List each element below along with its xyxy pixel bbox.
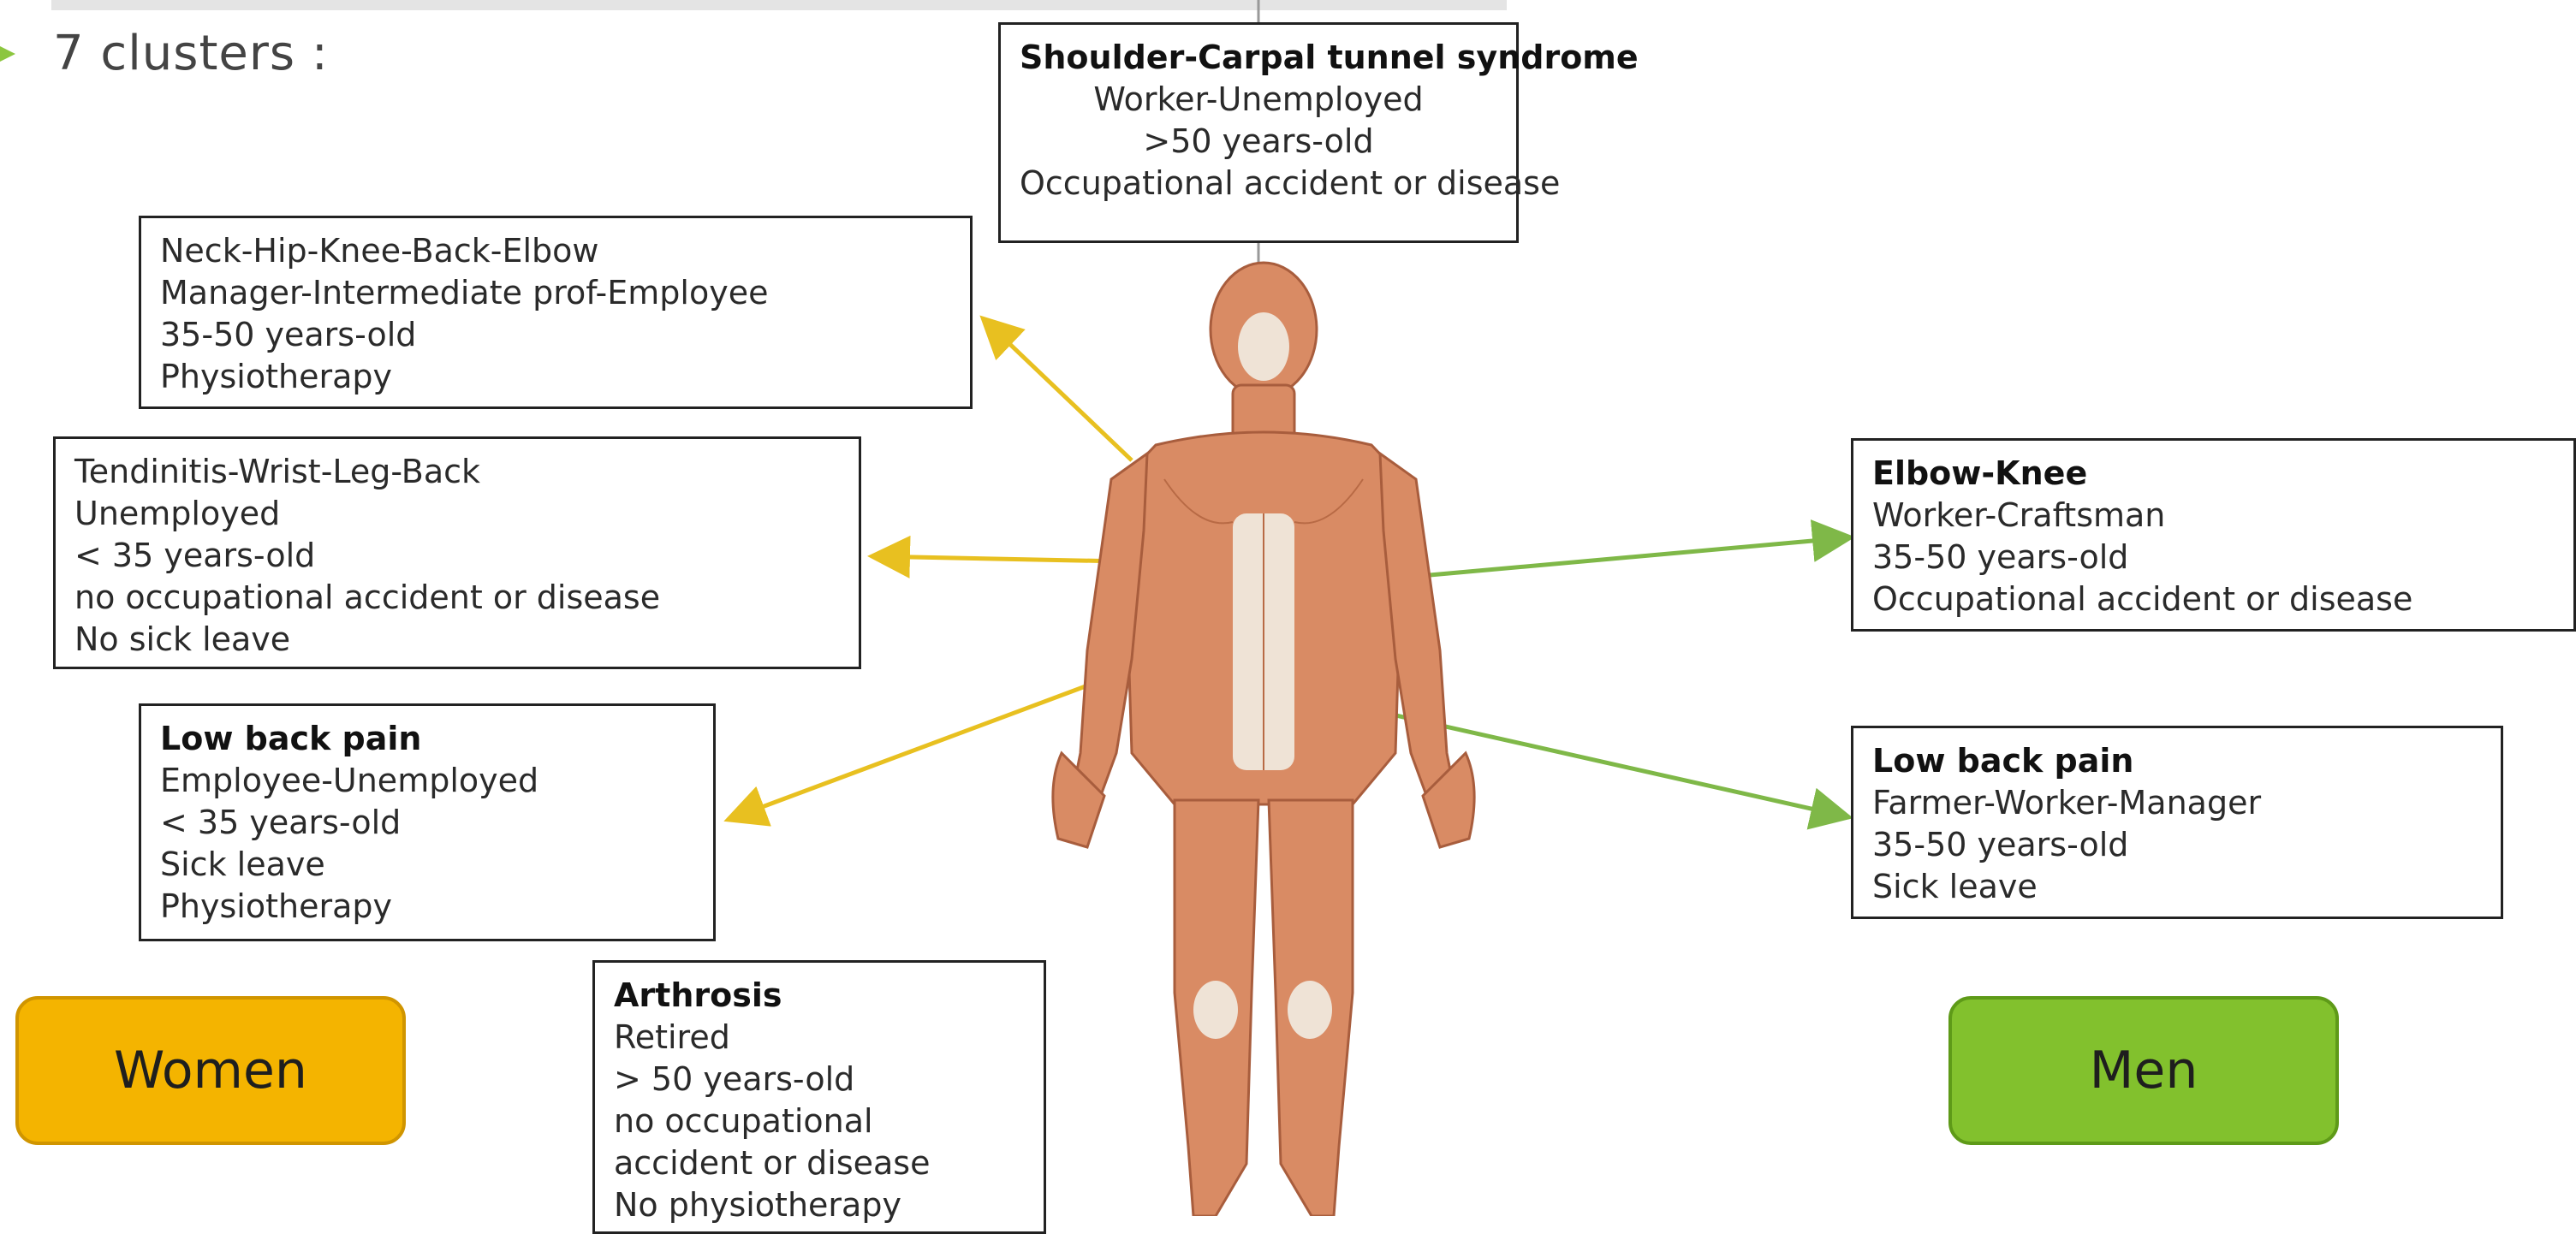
cluster-line: Worker-Craftsman <box>1872 495 2555 537</box>
cluster-line: Sick leave <box>1872 866 2482 908</box>
cluster-line: No physiotherapy <box>614 1184 1025 1226</box>
men-legend-tag: Men <box>1948 996 2339 1145</box>
cluster-line: Employee-Unemployed <box>160 760 694 802</box>
cluster-line: No sick leave <box>74 619 840 661</box>
cluster-line: Farmer-Worker-Manager <box>1872 782 2482 824</box>
cluster-title: Shoulder-Carpal tunnel syndrome <box>1020 37 1497 79</box>
cluster-line: Physiotherapy <box>160 356 951 398</box>
cluster-line: Worker-Unemployed <box>1020 79 1497 121</box>
cluster-line: Sick leave <box>160 844 694 886</box>
cluster-box-elbow-knee: Elbow-Knee Worker-Craftsman 35-50 years-… <box>1851 438 2576 632</box>
cluster-box-arthrosis: Arthrosis Retired > 50 years-old no occu… <box>592 960 1046 1234</box>
cluster-line: Unemployed <box>74 493 840 535</box>
cluster-line: 35-50 years-old <box>1872 537 2555 578</box>
cluster-box-tendinitis: Tendinitis-Wrist-Leg-Back Unemployed < 3… <box>53 436 861 669</box>
cluster-line: < 35 years-old <box>160 802 694 844</box>
cluster-line: < 35 years-old <box>74 535 840 577</box>
cluster-box-lowback-women: Low back pain Employee-Unemployed < 35 y… <box>139 703 716 941</box>
cluster-line: accident or disease <box>614 1142 1025 1184</box>
right-knee <box>1288 981 1332 1039</box>
cluster-line: 35-50 years-old <box>160 314 951 356</box>
women-legend-tag: Women <box>15 996 406 1145</box>
cluster-line: Occupational accident or disease <box>1020 163 1497 205</box>
cluster-title: Low back pain <box>1872 740 2482 782</box>
cluster-line: Occupational accident or disease <box>1872 578 2555 620</box>
cluster-line: Retired <box>614 1017 1025 1059</box>
cluster-line: Physiotherapy <box>160 886 694 928</box>
cluster-title: Low back pain <box>160 718 694 760</box>
face-highlight <box>1238 312 1289 381</box>
cluster-line: no occupational accident or disease <box>74 577 840 619</box>
left-knee <box>1193 981 1238 1039</box>
cluster-line: no occupational <box>614 1101 1025 1142</box>
cluster-line: >50 years-old <box>1020 121 1497 163</box>
cluster-title: Elbow-Knee <box>1872 453 2555 495</box>
cluster-line: 35-50 years-old <box>1872 824 2482 866</box>
cluster-line: Neck-Hip-Knee-Back-Elbow <box>160 230 951 272</box>
cluster-line: > 50 years-old <box>614 1059 1025 1101</box>
cluster-box-neck: Neck-Hip-Knee-Back-Elbow Manager-Interme… <box>139 216 973 409</box>
cluster-line: Tendinitis-Wrist-Leg-Back <box>74 451 840 493</box>
cluster-box-shoulder: Shoulder-Carpal tunnel syndrome Worker-U… <box>998 22 1519 243</box>
cluster-box-lowback-men: Low back pain Farmer-Worker-Manager 35-5… <box>1851 726 2503 919</box>
cluster-title: Arthrosis <box>614 975 1025 1017</box>
cluster-line: Manager-Intermediate prof-Employee <box>160 272 951 314</box>
